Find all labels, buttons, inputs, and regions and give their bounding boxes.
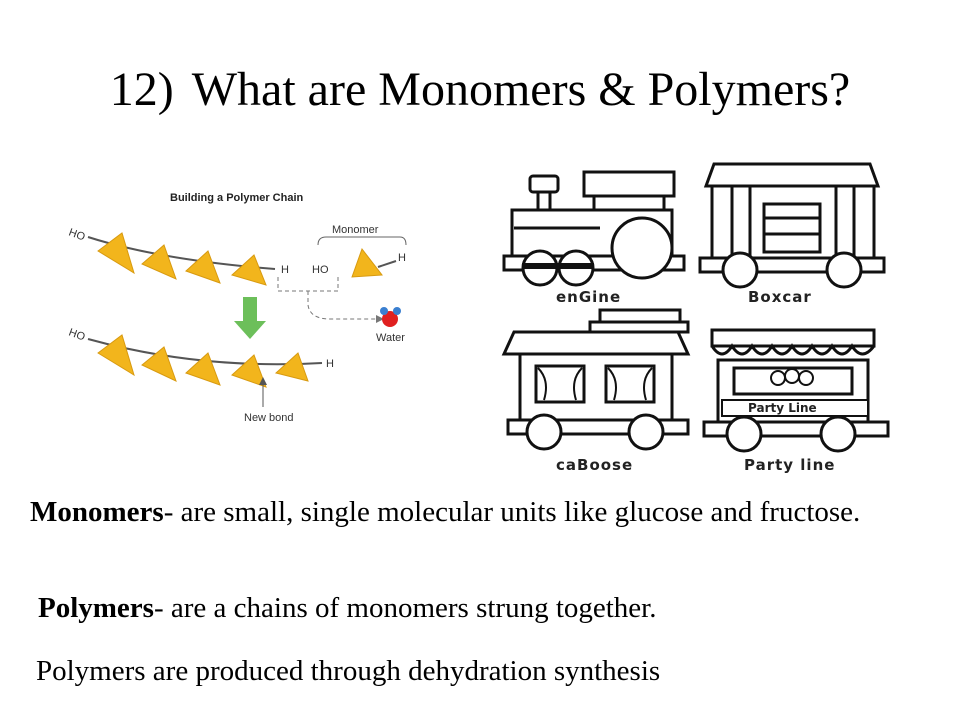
monomer-triangle: [185, 250, 221, 284]
synthesis-statement: Polymers are produced through dehydratio…: [36, 655, 661, 687]
caboose-train-car: [501, 308, 691, 451]
monomer-triangle: [274, 352, 309, 382]
polymer-chain-diagram: Building a Polymer Chain HO H Monomer HO…: [67, 192, 407, 424]
slide-title: 12) What are Monomers & Polymers?: [0, 62, 960, 117]
monomer-triangle: [141, 244, 177, 280]
h-label-top: H: [281, 264, 289, 276]
h-label-bottom: H: [326, 358, 334, 370]
reaction-arrow-icon: [234, 297, 266, 339]
boxcar-label: Boxcar: [748, 288, 812, 306]
monomer-triangle: [97, 232, 135, 275]
polymers-term: Polymers: [38, 592, 154, 624]
monomer-triangle: [231, 354, 267, 388]
train-illustrations: Party Line enGine Boxcar caBoose Party l…: [501, 162, 890, 474]
title-text: What are Monomers & Polymers?: [191, 63, 851, 116]
boxcar-train-car: [698, 162, 886, 289]
ho-label-bottom: HO: [67, 327, 87, 344]
monomers-def-text: - are small, single molecular units like…: [163, 496, 861, 528]
water-molecule-icon: [380, 307, 401, 327]
new-bond-label: New bond: [244, 412, 294, 424]
polymers-def-text: - are a chains of monomers strung togeth…: [153, 592, 657, 624]
ho-label-top: HO: [67, 227, 87, 244]
polymer-chain-bottom: HO H: [67, 327, 334, 388]
monomer-triangle: [141, 346, 177, 382]
monomer-triangle: [185, 352, 221, 386]
party-line-sign: Party Line: [748, 401, 817, 415]
party-line-train-car: [702, 328, 890, 453]
party-line-label: Party line: [744, 456, 835, 474]
h-label-monomer: H: [398, 252, 406, 264]
engine-label: enGine: [556, 288, 621, 306]
water-label: Water: [376, 332, 405, 344]
monomers-definition: Monomers- are small, single molecular un…: [30, 492, 890, 532]
ho-label-monomer: HO: [312, 264, 329, 276]
monomer-triangle: [97, 334, 135, 377]
monomer-triangle-single: [351, 247, 383, 278]
polymer-chain-top: HO H: [67, 227, 289, 286]
engine-train-car: [502, 170, 686, 287]
monomer-label: Monomer: [332, 224, 379, 236]
slide-number: 12): [109, 63, 174, 116]
polymers-definition: Polymers- are a chains of monomers strun…: [38, 588, 918, 628]
monomer-triangle: [231, 254, 267, 286]
diagram-heading: Building a Polymer Chain: [170, 192, 304, 204]
caboose-label: caBoose: [556, 456, 633, 474]
monomers-term: Monomers: [30, 496, 164, 528]
